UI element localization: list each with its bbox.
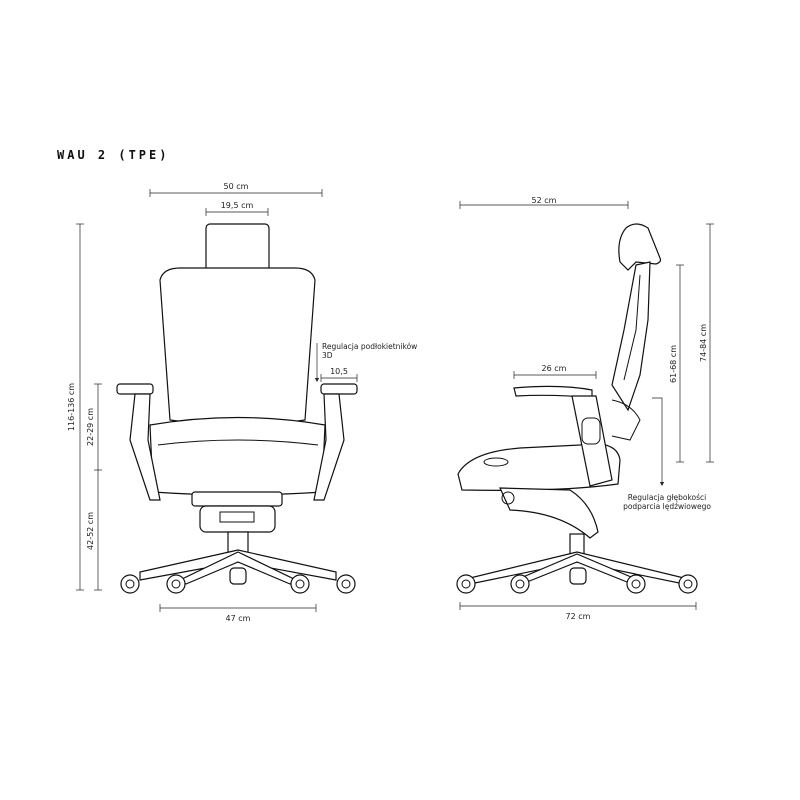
- side-view: 52 cm 26 cm 61-68 cm 74-84 cm 72 cm Regu…: [456, 196, 714, 621]
- front-armrest-right: [320, 383, 358, 395]
- side-headrest: [618, 223, 662, 271]
- front-headrest-width-label: 19,5 cm: [221, 201, 254, 210]
- armrest-note-line2: 3D: [322, 351, 333, 360]
- side-mechanism: [499, 487, 599, 539]
- front-armrest-width-label: 10,5: [330, 367, 348, 376]
- front-seat-height-label: 42-52 cm: [86, 512, 95, 550]
- product-title: WAU 2 (TPE): [57, 148, 170, 162]
- front-height-total-label: 116-136 cm: [67, 383, 76, 431]
- lumbar-note-line1: Regulacja głębokości: [628, 493, 707, 502]
- side-depth-top-label: 52 cm: [532, 196, 557, 205]
- armrest-note-line1: Regulacja podłokietników: [322, 342, 417, 351]
- side-base-depth-label: 72 cm: [566, 612, 591, 621]
- side-back-height-label: 61-68 cm: [669, 345, 678, 383]
- front-base-width-label: 47 cm: [226, 614, 251, 623]
- front-view: 50 cm 19,5 cm 116-136 cm 22-29 cm 42-52 …: [67, 182, 417, 623]
- front-backrest: [159, 267, 316, 426]
- front-seat: [149, 416, 326, 496]
- front-armrest-left: [116, 383, 154, 395]
- front-casters: [120, 567, 356, 594]
- side-casters: [456, 567, 698, 594]
- lumbar-note-line2: podparcia lędźwiowego: [623, 502, 711, 511]
- front-width-total-label: 50 cm: [224, 182, 249, 191]
- front-headrest: [205, 223, 270, 273]
- side-backrest: [611, 261, 651, 412]
- side-armrest-length-label: 26 cm: [542, 364, 567, 373]
- front-armrest-height-label: 22-29 cm: [86, 408, 95, 446]
- front-mechanism: [199, 505, 276, 533]
- side-back-total-label: 74-84 cm: [699, 324, 708, 362]
